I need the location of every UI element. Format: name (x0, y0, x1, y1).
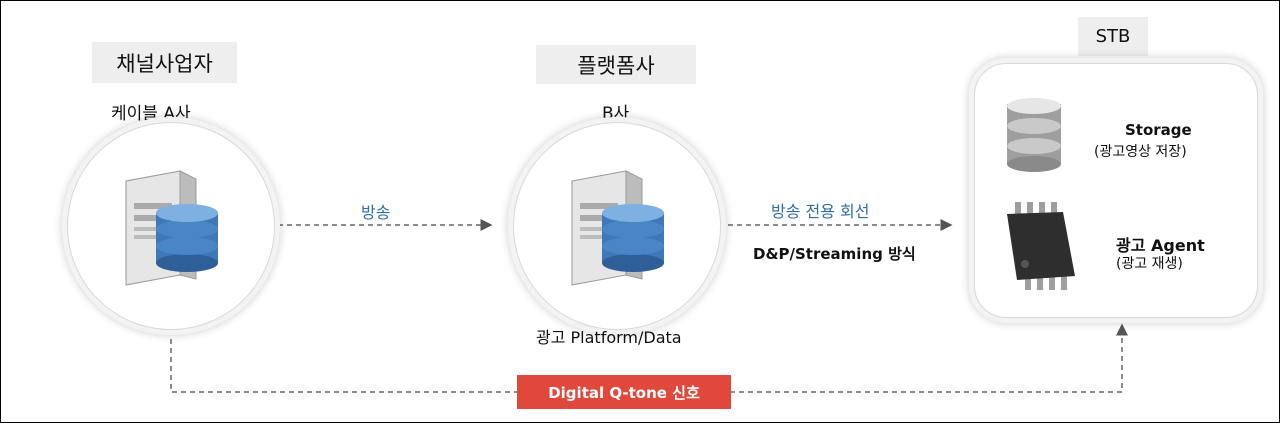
database-icon (156, 204, 218, 272)
platform-name: B사 (602, 104, 630, 124)
stb-box: Storage (광고영상 저장) 광고 Agent (광고 재생) (974, 63, 1258, 318)
agent-desc: (광고 재생) (1116, 256, 1183, 272)
signal-badge: Digital Q-tone 신호 (517, 375, 731, 409)
channel-name: 케이블 A사 (111, 104, 191, 124)
storage-title: Storage (1125, 121, 1192, 139)
stb-group-label: STB (1078, 17, 1148, 56)
storage-desc: (광고영상 저장) (1094, 144, 1187, 160)
database-icon (1007, 98, 1061, 172)
chip-icon (1007, 202, 1075, 290)
broadcast-label: 방송 (361, 203, 391, 222)
platform-caption: 광고 Platform/Data (536, 328, 682, 347)
channel-group-label: 채널사업자 (92, 42, 237, 83)
platform-node (513, 122, 721, 330)
method-label: D&P/Streaming 방식 (753, 245, 916, 263)
dedicated-line-label: 방송 전용 회선 (771, 202, 870, 221)
channel-node (67, 122, 275, 330)
agent-title: 광고 Agent (1116, 236, 1205, 255)
signal-path (170, 321, 1128, 393)
database-icon (602, 204, 664, 272)
platform-group-label: 플랫폼사 (536, 45, 696, 84)
